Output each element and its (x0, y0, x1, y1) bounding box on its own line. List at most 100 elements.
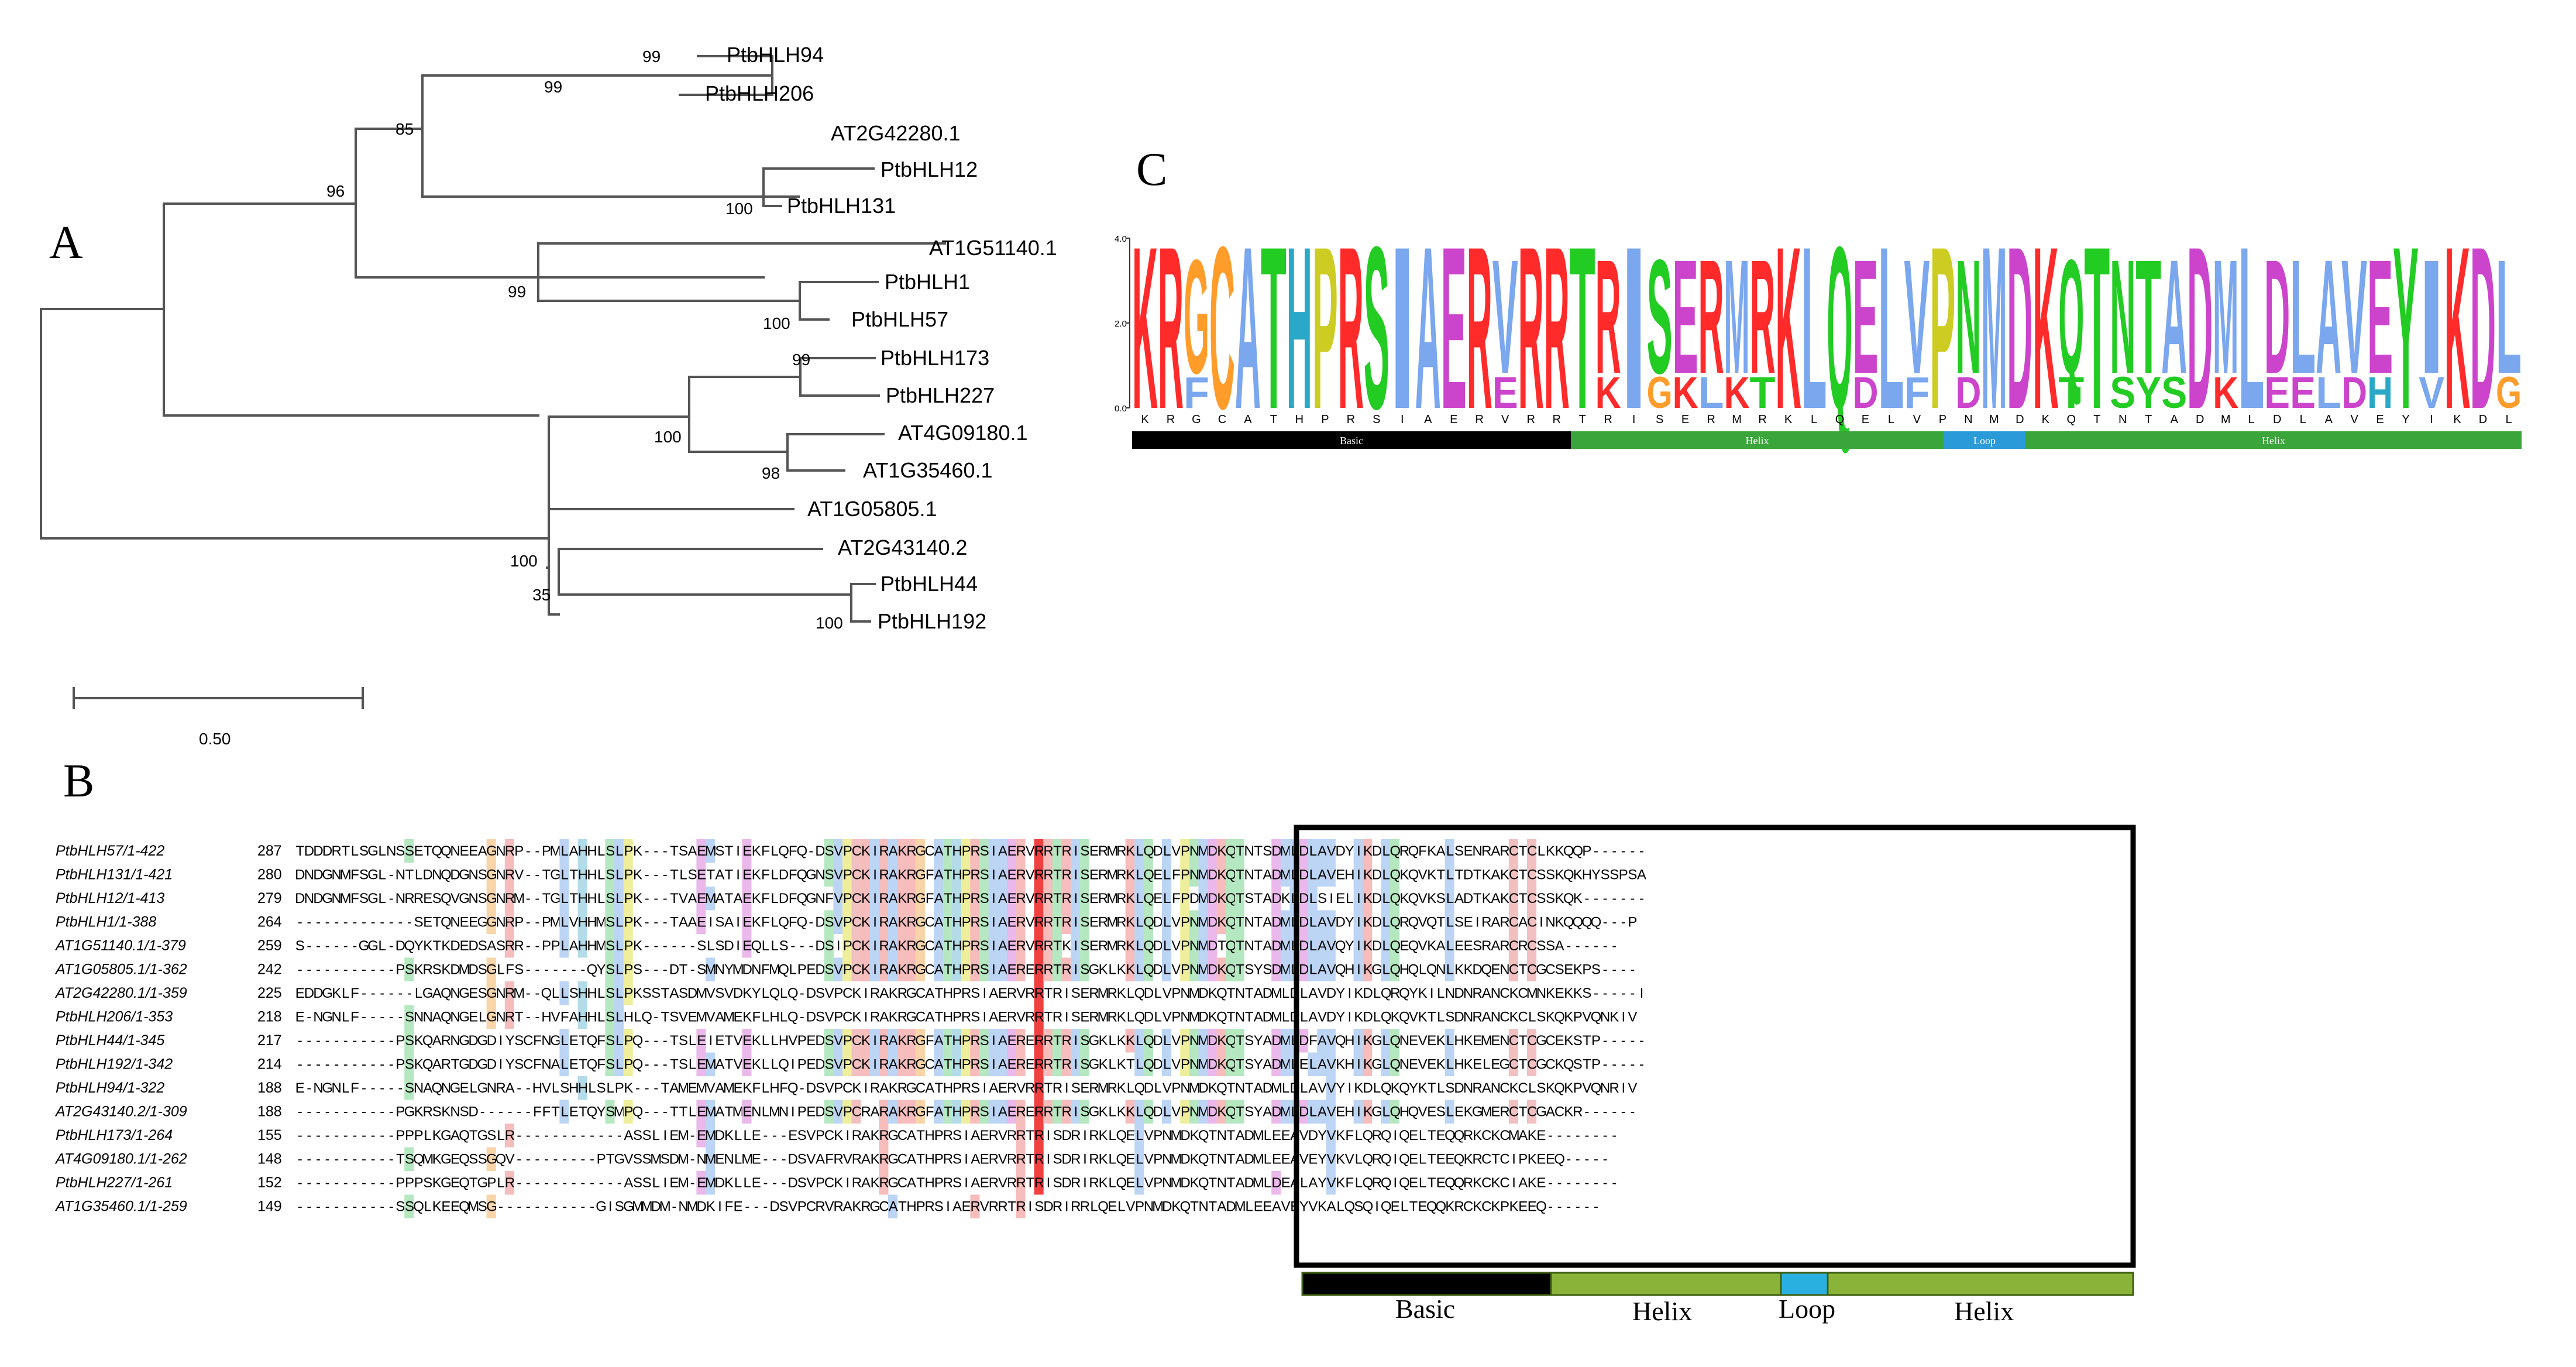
residue: T (916, 1128, 925, 1143)
residue: V (1171, 1057, 1181, 1073)
residue: S (359, 843, 369, 859)
residue: R (1034, 1175, 1044, 1191)
residue: V (834, 962, 843, 978)
residue: I (873, 891, 877, 906)
logo-letter: H (1287, 225, 1312, 458)
residue: E (1089, 867, 1099, 883)
residue: - (599, 1175, 604, 1191)
residue: L (561, 891, 569, 906)
residue: V (1299, 1128, 1309, 1143)
residue: H (779, 1033, 789, 1049)
residue: - (526, 843, 531, 859)
residue: Q (1408, 867, 1419, 883)
residue: E (742, 867, 752, 883)
residue: L (652, 1175, 660, 1191)
logo-letter-secondary: K (1673, 367, 1698, 417)
alignment-cell (1381, 910, 1391, 934)
residue: K (1464, 1057, 1473, 1073)
logo-letter: R (1544, 225, 1570, 458)
alignment-cell (1071, 839, 1081, 863)
residue: K (834, 1128, 843, 1143)
residue: V (724, 985, 734, 1001)
residue: I (992, 843, 996, 859)
residue: A (1318, 1057, 1327, 1073)
residue: V (1318, 1080, 1327, 1096)
residue: V (1016, 985, 1026, 1001)
sequence-start: 264 (257, 914, 282, 930)
residue: S (642, 985, 652, 1001)
residue: N (1217, 1152, 1227, 1167)
residue: - (389, 1152, 394, 1167)
residue: N (450, 985, 460, 1001)
residue: C (1509, 891, 1519, 906)
residue: R (852, 1175, 862, 1191)
residue: T (1208, 1128, 1217, 1143)
residue: S (980, 1104, 989, 1120)
alignment-cell (1180, 934, 1190, 958)
residue: G (477, 915, 488, 930)
residue: F (1309, 1033, 1318, 1049)
residue: I (1393, 1128, 1397, 1143)
residue: Q (1554, 1080, 1565, 1096)
residue: S (514, 1033, 524, 1049)
residue: V (706, 1009, 716, 1025)
alignment-cell (623, 910, 633, 934)
alignment-cell (696, 863, 706, 887)
alignment-cell (1445, 863, 1454, 887)
residue: R (1062, 915, 1072, 930)
residue: D (1153, 938, 1163, 954)
residue: I (499, 1033, 503, 1049)
residue: - (1566, 938, 1571, 954)
residue: R (1043, 891, 1053, 906)
residue: I (1065, 1199, 1069, 1215)
residue: Q (1226, 1033, 1237, 1049)
residue: L (379, 867, 386, 883)
residue: Q (796, 915, 807, 930)
domain-label-basic: Basic (1395, 1294, 1456, 1324)
residue: R (1053, 1080, 1062, 1096)
residue: R (1043, 1104, 1053, 1120)
residue: Q (1226, 915, 1237, 930)
logo-position-label: G (1192, 413, 1201, 426)
residue: V (1171, 962, 1181, 978)
sequence-start: 214 (257, 1056, 282, 1073)
alignment-cell (1189, 957, 1199, 981)
residue: A (734, 891, 743, 906)
residue: E (1272, 1152, 1281, 1167)
residue: R (1016, 1057, 1026, 1073)
residue: V (1418, 915, 1428, 930)
residue: H (578, 867, 588, 883)
alignment-cell (1071, 863, 1081, 887)
residue: K (1217, 962, 1226, 978)
residue: L (689, 1104, 696, 1120)
residue: C (1518, 1009, 1528, 1025)
residue: L (780, 985, 787, 1001)
residue: L (771, 938, 778, 954)
logo-letter: K (1776, 225, 1801, 458)
sequence-name: PtbHLH192/1-342 (56, 1056, 173, 1073)
residue: T (542, 891, 551, 906)
residue: L (1163, 867, 1171, 883)
residue: E (1089, 843, 1099, 859)
residue: V (1327, 915, 1336, 930)
residue: L (1136, 843, 1143, 859)
residue: S (606, 867, 615, 883)
residue: T (1026, 1175, 1034, 1191)
residue: R (1053, 985, 1062, 1001)
residue: E (697, 915, 706, 930)
residue: S (1318, 891, 1327, 906)
residue: - (334, 1057, 339, 1073)
residue: K (414, 962, 424, 978)
residue: E (1409, 1152, 1418, 1167)
alignment-cell (861, 863, 871, 887)
residue: - (544, 1128, 549, 1143)
residue: A (1236, 1152, 1245, 1167)
logo-letter: S (1364, 225, 1390, 458)
residue: - (1621, 843, 1626, 859)
alignment-cell (577, 934, 587, 958)
residue: M (659, 1199, 671, 1215)
residue: H (587, 891, 597, 906)
residue: K (633, 843, 642, 859)
residue: H (587, 867, 597, 883)
residue: E (460, 938, 469, 954)
